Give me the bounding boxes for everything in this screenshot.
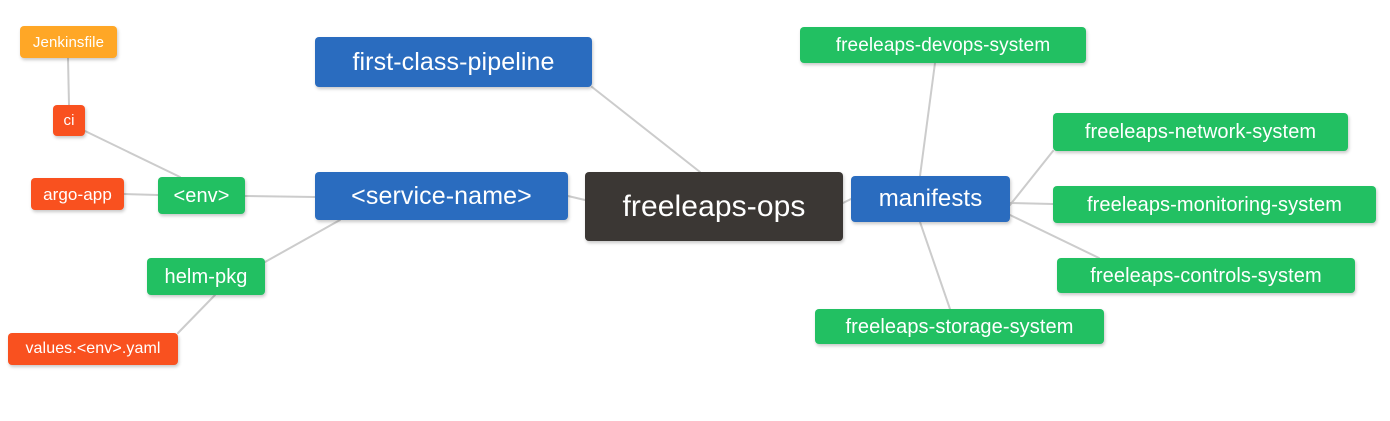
node-devops[interactable]: freeleaps-devops-system xyxy=(800,27,1086,63)
edge-manifests-to-network xyxy=(1009,150,1054,206)
edge-manifests-to-storage xyxy=(919,221,951,310)
edge-manifests-to-devops xyxy=(919,62,936,177)
node-root[interactable]: freeleaps-ops xyxy=(585,172,843,241)
node-ci[interactable]: ci xyxy=(53,105,85,136)
edge-root-to-manifests xyxy=(842,198,852,204)
node-label-network: freeleaps-network-system xyxy=(1084,121,1317,143)
node-values[interactable]: values.<env>.yaml xyxy=(8,333,178,365)
node-label-controls: freeleaps-controls-system xyxy=(1090,264,1322,287)
edge-jenkinsfile-to-ci xyxy=(67,57,70,106)
node-network[interactable]: freeleaps-network-system xyxy=(1053,113,1348,151)
edge-helm-to-service xyxy=(264,219,341,263)
node-service[interactable]: <service-name> xyxy=(315,172,568,220)
node-label-devops: freeleaps-devops-system xyxy=(835,34,1051,56)
edge-service-to-root xyxy=(567,195,586,201)
node-label-env: <env> xyxy=(173,184,230,207)
edge-argo-to-env xyxy=(123,193,159,196)
edge-values-to-helm xyxy=(177,294,216,334)
edge-ci-to-env xyxy=(84,130,181,178)
node-label-service: <service-name> xyxy=(351,181,532,210)
node-label-helm: helm-pkg xyxy=(164,265,248,288)
node-helm[interactable]: helm-pkg xyxy=(147,258,265,295)
node-label-argo: argo-app xyxy=(43,184,112,204)
node-label-manifests: manifests xyxy=(878,185,983,212)
node-label-jenkinsfile: Jenkinsfile xyxy=(32,33,105,51)
node-controls[interactable]: freeleaps-controls-system xyxy=(1057,258,1355,293)
edge-env-to-service xyxy=(244,195,316,198)
node-env[interactable]: <env> xyxy=(158,177,245,214)
node-label-monitoring: freeleaps-monitoring-system xyxy=(1086,193,1342,216)
node-label-ci: ci xyxy=(63,112,75,129)
edge-manifests-to-monitoring xyxy=(1009,202,1054,205)
edge-manifests-to-controls xyxy=(1009,214,1100,259)
node-argo[interactable]: argo-app xyxy=(31,178,124,210)
node-monitoring[interactable]: freeleaps-monitoring-system xyxy=(1053,186,1376,223)
node-manifests[interactable]: manifests xyxy=(851,176,1010,222)
node-pipeline[interactable]: first-class-pipeline xyxy=(315,37,592,87)
edge-pipeline-to-root xyxy=(591,86,701,173)
node-label-storage: freeleaps-storage-system xyxy=(845,315,1074,338)
node-label-pipeline: first-class-pipeline xyxy=(352,47,555,76)
node-label-root: freeleaps-ops xyxy=(622,189,806,223)
node-storage[interactable]: freeleaps-storage-system xyxy=(815,309,1104,344)
node-label-values: values.<env>.yaml xyxy=(25,340,161,357)
node-jenkinsfile[interactable]: Jenkinsfile xyxy=(20,26,117,58)
